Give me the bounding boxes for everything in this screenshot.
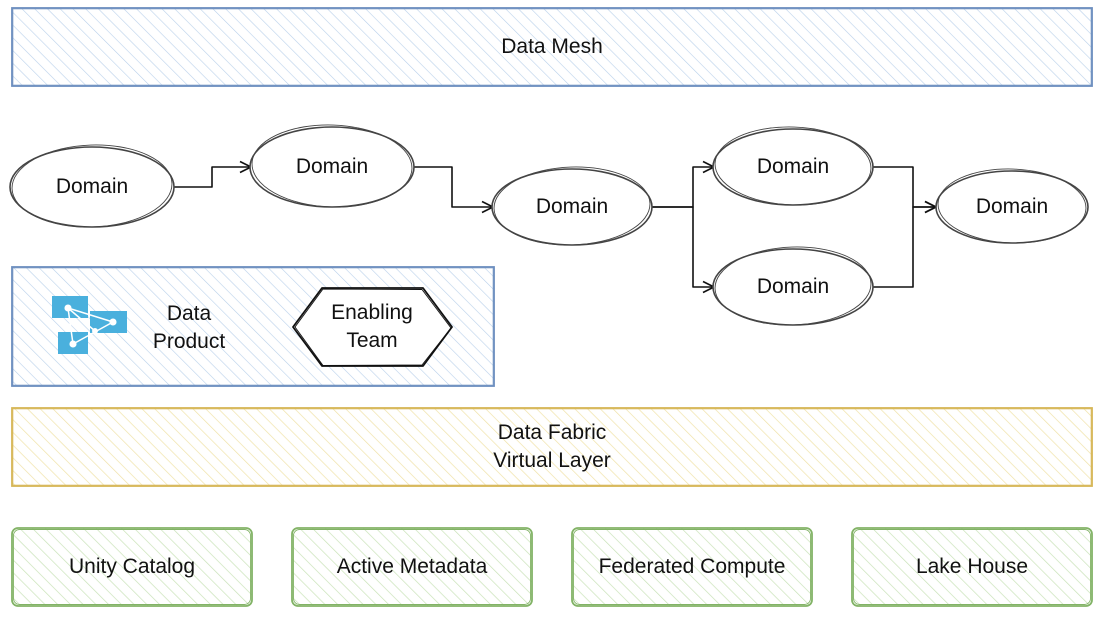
data-mesh-title: Data Mesh xyxy=(501,35,603,58)
domain-6-label: Domain xyxy=(975,195,1049,218)
enabling-team-label: Enabling Team xyxy=(331,301,413,352)
domain-4-shape xyxy=(712,126,874,206)
data-fabric-title: Data Fabric Virtual Layer xyxy=(493,421,611,472)
domain-1-label: Domain xyxy=(55,175,129,198)
component-lake-house: Lake House xyxy=(915,555,1029,578)
connector-d5-d6 xyxy=(873,200,937,288)
connector-d3-d5 xyxy=(652,206,715,294)
domain-4-label: Domain xyxy=(756,155,830,178)
connector-d2-d3 xyxy=(414,166,494,214)
data-product-label: Data Product xyxy=(152,302,226,353)
component-boxes xyxy=(11,527,1093,607)
component-active-metadata: Active Metadata xyxy=(336,555,488,578)
domain-3-label: Domain xyxy=(535,195,609,218)
connector-d4-d6 xyxy=(873,166,937,214)
domain-6-shape xyxy=(935,168,1089,244)
connector-d3-d4 xyxy=(652,160,715,208)
data-product-icon xyxy=(52,296,127,354)
domain-1-shape xyxy=(9,144,175,228)
data-fabric-band xyxy=(11,407,1093,487)
domain-connectors xyxy=(174,160,937,294)
domain-2-shape xyxy=(249,124,415,208)
connector-d1-d2 xyxy=(174,160,252,188)
component-unity-catalog: Unity Catalog xyxy=(68,555,196,578)
component-federated-compute: Federated Compute xyxy=(598,555,786,578)
data-mesh-band xyxy=(11,7,1093,87)
domain-5-label: Domain xyxy=(756,275,830,298)
domain-2-label: Domain xyxy=(295,155,369,178)
domain-shapes xyxy=(9,124,1089,326)
domain-3-shape xyxy=(491,166,653,246)
enabling-team-hexagon xyxy=(292,287,453,367)
domain-5-shape xyxy=(712,246,874,326)
